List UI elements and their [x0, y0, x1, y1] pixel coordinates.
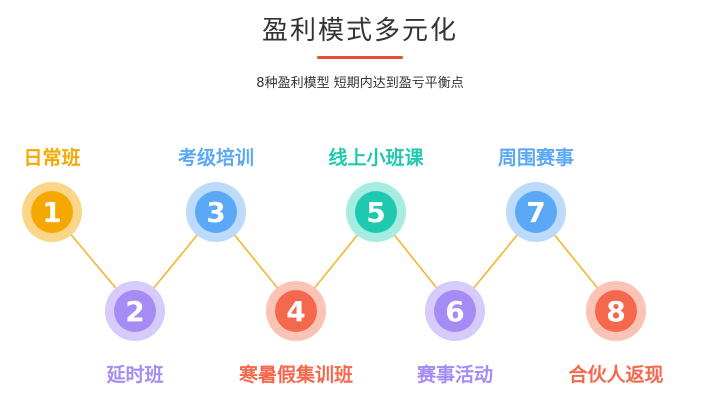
step-label-5: 线上小班课 [328, 147, 424, 169]
step-label-6: 赛事活动 [416, 364, 493, 386]
step-node-number: 8 [606, 295, 625, 328]
step-node-number: 2 [125, 295, 144, 328]
title-underline [317, 56, 403, 59]
step-label-7: 周围赛事 [497, 147, 574, 169]
step-node-number: 7 [526, 196, 545, 229]
step-node-circle [434, 290, 476, 332]
step-node-8: 8 [586, 281, 646, 341]
step-node-7: 7 [506, 182, 566, 242]
step-node-4: 4 [266, 281, 326, 341]
page-subtitle: 8种盈利模型 短期内达到盈亏平衡点 [256, 76, 464, 91]
step-node-2: 2 [105, 281, 165, 341]
step-node-circle [355, 191, 397, 233]
step-node-number: 5 [366, 196, 385, 229]
step-label-8: 合伙人返现 [568, 364, 664, 386]
step-node-circle [195, 191, 237, 233]
step-label-4: 寒暑假集训班 [238, 364, 353, 386]
step-node-number: 1 [42, 196, 61, 229]
step-node-6: 6 [425, 281, 485, 341]
step-node-number: 3 [206, 196, 225, 229]
step-node-circle [275, 290, 317, 332]
step-node-1: 1 [22, 182, 82, 242]
step-node-3: 3 [186, 182, 246, 242]
step-node-5: 5 [346, 182, 406, 242]
step-node-circle [595, 290, 637, 332]
step-node-circle [31, 191, 73, 233]
step-label-2: 延时班 [106, 364, 164, 386]
step-node-circle [114, 290, 156, 332]
step-node-number: 6 [445, 295, 464, 328]
step-label-3: 考级培训 [177, 147, 254, 169]
step-label-1: 日常班 [23, 147, 81, 169]
page-title: 盈利模式多元化 [261, 16, 458, 46]
step-node-circle [515, 191, 557, 233]
step-node-number: 4 [286, 295, 305, 328]
